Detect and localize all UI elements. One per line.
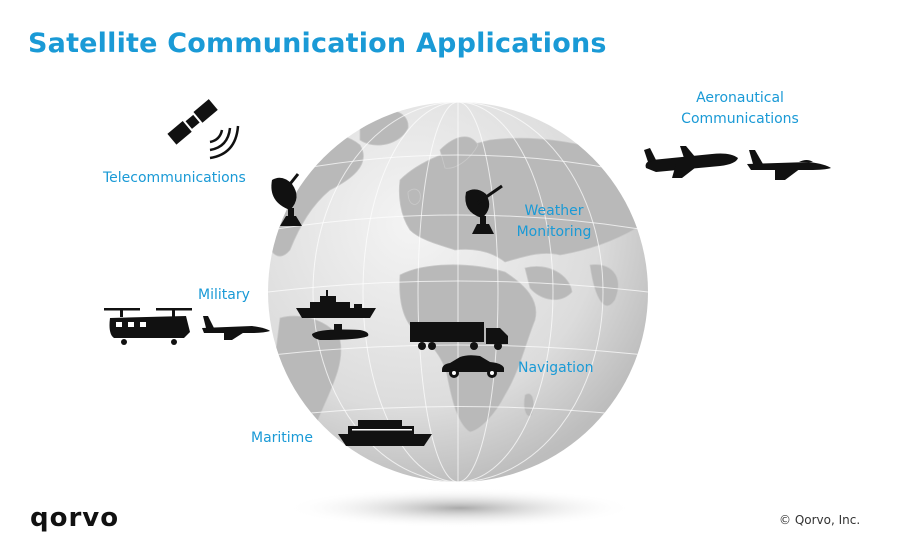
globe-shadow bbox=[285, 488, 635, 528]
satellite-dish-icon bbox=[271, 173, 302, 226]
submarine-icon bbox=[312, 324, 369, 340]
truck-icon bbox=[410, 322, 508, 350]
label-weather-line2: Monitoring bbox=[516, 224, 592, 240]
fighter-jet-icon bbox=[747, 150, 831, 180]
warship-icon bbox=[296, 290, 376, 318]
copyright-text: © Qorvo, Inc. bbox=[779, 513, 861, 527]
label-aeronautical-communications: Aeronautical Communications bbox=[672, 88, 808, 130]
car-icon bbox=[442, 355, 504, 378]
page-title: Satellite Communication Applications bbox=[28, 28, 607, 59]
airliner-icon bbox=[644, 146, 738, 178]
fighter-jet-icon bbox=[202, 316, 270, 340]
label-navigation: Navigation bbox=[518, 360, 594, 376]
label-telecommunications: Telecommunications bbox=[103, 170, 246, 186]
helicopter-icon bbox=[104, 308, 192, 345]
label-maritime: Maritime bbox=[251, 430, 313, 446]
label-weather-monitoring: Weather Monitoring bbox=[506, 201, 602, 243]
qorvo-logo: qorvo bbox=[30, 503, 120, 533]
globe-grid bbox=[268, 102, 648, 482]
cruise-ship-icon bbox=[338, 420, 432, 446]
label-weather-line1: Weather bbox=[524, 203, 584, 219]
label-military: Military bbox=[198, 287, 250, 303]
label-aeronautical-line1: Aeronautical bbox=[696, 90, 784, 106]
satellite-icon bbox=[167, 99, 240, 160]
weather-dish-icon bbox=[465, 184, 503, 234]
label-aeronautical-line2: Communications bbox=[681, 111, 799, 127]
